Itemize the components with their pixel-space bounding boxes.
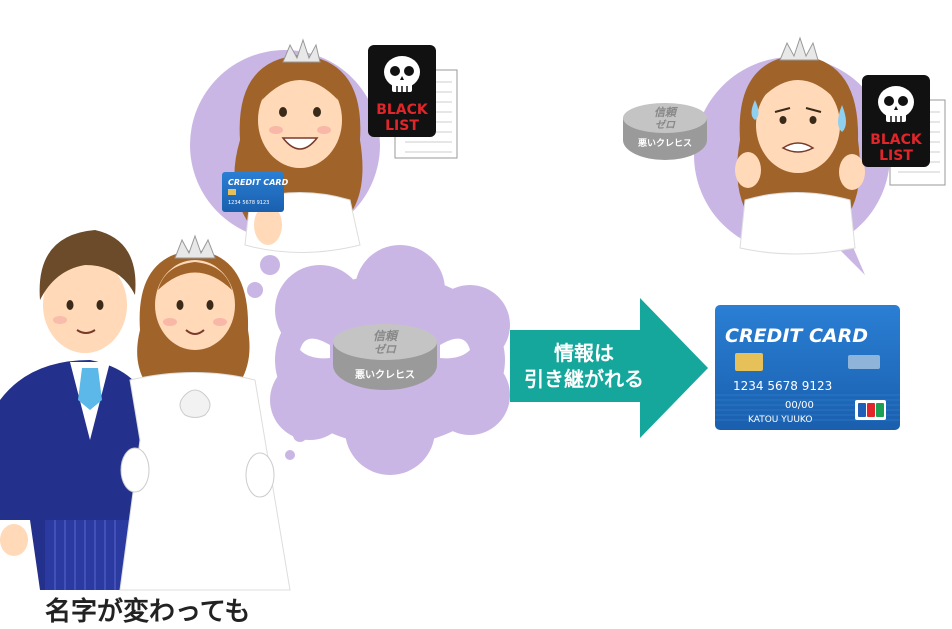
svg-text:ゼロ: ゼロ bbox=[655, 119, 676, 131]
svg-text:LIST: LIST bbox=[879, 148, 913, 164]
coin-worried: 信頼 ゼロ 悪いクレヒス bbox=[623, 103, 707, 160]
small-credit-card: CREDIT CARD 1234 5678 9123 bbox=[222, 172, 289, 212]
svg-text:CREDIT CARD: CREDIT CARD bbox=[228, 178, 289, 187]
worried-bride bbox=[735, 36, 865, 255]
caption-name-change: 名字が変わっても bbox=[45, 596, 250, 627]
svg-text:00/00: 00/00 bbox=[785, 400, 814, 411]
svg-text:BLACK: BLACK bbox=[376, 102, 429, 118]
blacklist-document-2: BLACK LIST bbox=[862, 75, 946, 186]
groom bbox=[0, 230, 150, 590]
svg-text:悪いクレヒス: 悪いクレヒス bbox=[638, 138, 692, 149]
big-credit-card: CREDIT CARD 1234 5678 9123 00/00 KATOU Y… bbox=[715, 305, 900, 430]
svg-text:LIST: LIST bbox=[385, 118, 419, 134]
svg-text:悪いクレヒス: 悪いクレヒス bbox=[355, 369, 415, 381]
svg-text:CREDIT CARD: CREDIT CARD bbox=[725, 325, 868, 347]
svg-text:引き継がれる: 引き継がれる bbox=[524, 367, 644, 391]
svg-text:信頼: 信頼 bbox=[373, 329, 400, 343]
svg-text:情報は: 情報は bbox=[554, 341, 614, 365]
svg-text:1234 5678 9123: 1234 5678 9123 bbox=[733, 379, 832, 393]
svg-text:BLACK: BLACK bbox=[870, 132, 923, 148]
winged-coin: 信頼 ゼロ 悪いクレヒス bbox=[300, 324, 470, 390]
blacklist-document-1: BLACK LIST bbox=[368, 45, 458, 159]
bride bbox=[119, 234, 291, 591]
svg-text:1234 5678 9123: 1234 5678 9123 bbox=[228, 200, 269, 206]
transfer-arrow: 情報は 引き継がれる bbox=[510, 298, 708, 438]
svg-text:信頼: 信頼 bbox=[654, 106, 678, 119]
svg-text:KATOU YUUKO: KATOU YUUKO bbox=[748, 415, 812, 425]
svg-text:ゼロ: ゼロ bbox=[374, 343, 397, 356]
